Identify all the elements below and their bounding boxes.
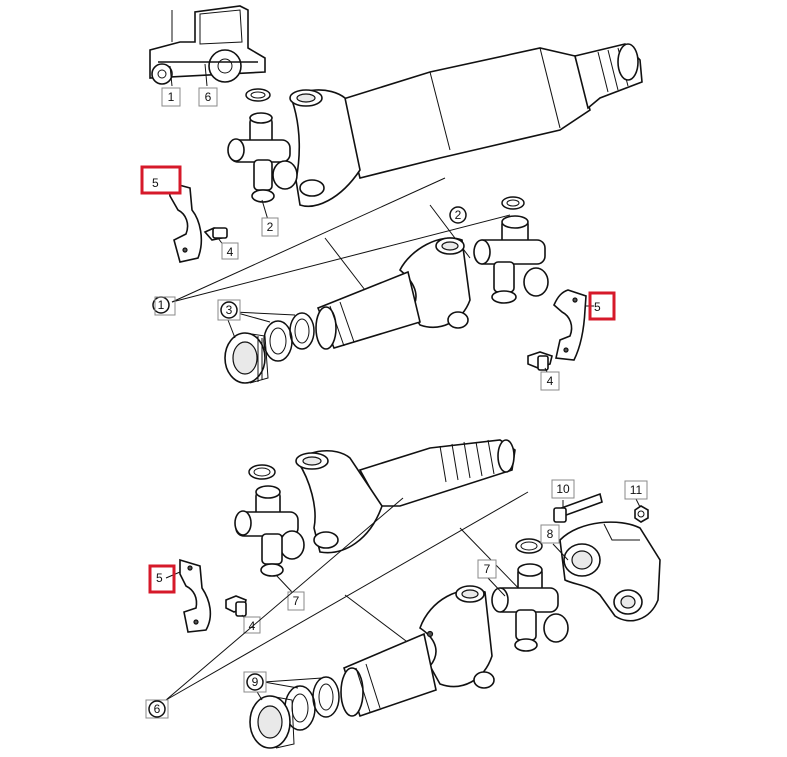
universal-joint-cross-top-left (227, 112, 298, 203)
svg-text:8: 8 (547, 527, 554, 541)
svg-text:11: 11 (630, 483, 643, 497)
snap-ring-top-right (501, 196, 525, 210)
overview-callout-1: 1 (161, 87, 181, 107)
bottom-slip-yoke (419, 585, 495, 689)
universal-joint-cross-bottom-right (491, 563, 569, 652)
callout-1-circled: 1 (152, 296, 176, 316)
top-slip-yoke (399, 237, 471, 329)
callout-11: 11 (624, 480, 648, 508)
top-dust-cap-nut (224, 332, 269, 384)
snap-ring-top (245, 88, 271, 102)
svg-text:6: 6 (154, 702, 161, 716)
universal-joint-cross-top-right (473, 215, 549, 304)
callout-4-bottom-left: 4 (241, 614, 261, 634)
top-shaft-yoke (289, 89, 361, 207)
universal-joint-cross-bottom-left (234, 485, 305, 577)
overview-callout-6: 6 (198, 87, 218, 107)
svg-text:4: 4 (227, 245, 234, 259)
top-seal-ring-small (289, 312, 315, 350)
top-seal-ring-medium (263, 320, 293, 362)
svg-text:3: 3 (226, 303, 233, 317)
callout-8: 8 (540, 524, 569, 561)
svg-text:9: 9 (252, 675, 259, 689)
svg-text:5: 5 (156, 571, 163, 585)
callout-5-top-right: 5 (586, 291, 616, 321)
top-main-shaft (339, 43, 643, 179)
bolt-bottom-left (225, 595, 247, 617)
clamp-bracket-top-right (553, 289, 587, 361)
callout-4-top-left: 4 (217, 237, 239, 260)
svg-text:2: 2 (267, 220, 274, 234)
bottom-seal-ring-small (312, 676, 340, 718)
callout-7-bottom-right: 7 (477, 559, 506, 597)
center-bearing-bracket (559, 521, 661, 622)
clamp-bracket-top-left (167, 180, 228, 263)
snap-ring-bottom (248, 464, 276, 480)
svg-text:4: 4 (547, 374, 554, 388)
callout-10: 10 (551, 479, 575, 508)
callout-4-top-right: 4 (540, 367, 560, 391)
svg-text:7: 7 (293, 594, 300, 608)
svg-text:5: 5 (594, 300, 601, 314)
svg-text:5: 5 (152, 176, 159, 190)
callout-7-bottom-left: 7 (275, 574, 305, 611)
callout-2-top-left: 2 (261, 199, 279, 237)
callout-2-top-right: 2 (449, 206, 467, 224)
snap-ring-bottom-right (515, 538, 543, 554)
svg-text:1: 1 (168, 90, 175, 104)
top-slip-tube (315, 270, 421, 350)
svg-text:10: 10 (556, 482, 570, 496)
svg-text:7: 7 (484, 562, 491, 576)
callout-5-top-left: 5 (140, 165, 182, 195)
tractor-overview-illustration (149, 5, 266, 87)
callout-9-circled: 9 (243, 671, 267, 693)
callout-3-circled: 3 (217, 299, 241, 321)
bottom-dust-cap-nut (249, 695, 295, 749)
bottom-shaft-yoke (295, 450, 383, 554)
svg-text:1: 1 (158, 298, 165, 312)
bottom-main-shaft (358, 439, 516, 507)
bottom-slip-tube (340, 632, 437, 718)
bolt-top-right (527, 351, 553, 371)
svg-text:2: 2 (455, 208, 462, 222)
clamp-bracket-bottom-left (179, 558, 212, 633)
callout-5-bottom-left: 5 (148, 564, 181, 594)
svg-text:6: 6 (205, 90, 212, 104)
bolt-10 (553, 492, 603, 523)
callout-6-circled: 6 (145, 699, 169, 719)
nut-11 (634, 505, 649, 523)
